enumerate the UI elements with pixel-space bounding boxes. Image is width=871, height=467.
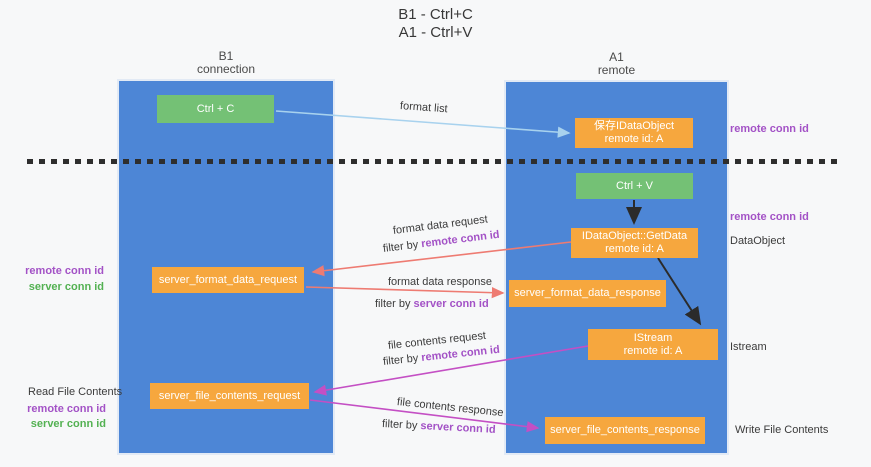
server-format-data-response-label: server_format_data_response [514,287,661,299]
left-column-name: B1 [218,49,234,63]
left-server-conn-id-label: server conn id [28,281,104,293]
ctrl-c-label: Ctrl + C [196,102,235,115]
left-remote-conn-id-label: remote conn id [25,265,104,277]
ctrl-v-box: Ctrl + V [576,173,693,199]
filter-by-prefix: filter by [382,352,422,368]
write-file-contents-label: Write File Contents [735,424,829,436]
istream-line2: remote id: A [623,344,683,357]
save-idataobject-line1: 保存IDataObject [593,120,675,132]
left-column-header: B1 connection [119,50,333,76]
filter-by-server-conn-id-label-2: filter by server conn id [382,418,496,436]
istream-box: IStream remote id: A [588,329,718,360]
format-data-response-label: format data response [388,276,492,288]
bottom-left-server-conn-id-label: server conn id [30,418,106,430]
filter-by-prefix: filter by [375,298,414,310]
right-column-header: A1 remote [506,51,727,77]
filter-by-prefix: filter by [382,238,422,255]
right-column-subtitle: remote [597,63,636,77]
format-list-label: format list [399,100,448,116]
right-remote-conn-id-label-top: remote conn id [730,123,809,135]
file-contents-response-label: file contents response [396,396,505,420]
right-column-name: A1 [609,50,624,64]
server-file-contents-response-box: server_file_contents_response [545,417,705,444]
right-remote-conn-id-label-mid: remote conn id [730,211,809,223]
ctrl-v-label: Ctrl + V [616,179,653,192]
server-conn-id-highlight: server conn id [413,298,489,310]
filter-by-server-conn-id-label-1: filter by server conn id [375,298,489,310]
phase-divider-dashed-line [27,159,838,164]
server-format-data-response-box: server_format_data_response [509,280,666,307]
istream-line1: IStream [633,331,673,344]
server-file-contents-request-box: server_file_contents_request [150,383,309,409]
title-line-2: A1 - Ctrl+V [398,24,473,41]
title-line-1: B1 - Ctrl+C [398,6,473,23]
save-idataobject-line2: remote id: A [604,133,664,145]
server-conn-id-highlight: server conn id [420,420,496,436]
dataobject-label: DataObject [730,235,786,247]
read-file-contents-label: Read File Contents [28,386,123,398]
diagram-title: B1 - Ctrl+C A1 - Ctrl+V [0,6,871,42]
getdata-line2: remote id: A [605,243,664,255]
bottom-left-remote-conn-id-label: remote conn id [27,403,106,415]
idataobject-getdata-box: IDataObject::GetData remote id: A [571,228,698,258]
server-format-data-request-label: server_format_data_request [158,273,298,286]
istream-side-label: Istream [730,341,767,353]
server-file-contents-response-label: server_file_contents_response [550,424,700,436]
server-format-data-request-box: server_format_data_request [152,267,304,293]
server-file-contents-request-label: server_file_contents_request [158,389,301,402]
getdata-line1: IDataObject::GetData [581,230,688,242]
save-idataobject-box: 保存IDataObject remote id: A [575,118,693,148]
filter-by-prefix: filter by [381,418,421,433]
ctrl-c-box: Ctrl + C [157,95,274,123]
left-column-subtitle: connection [196,62,256,76]
